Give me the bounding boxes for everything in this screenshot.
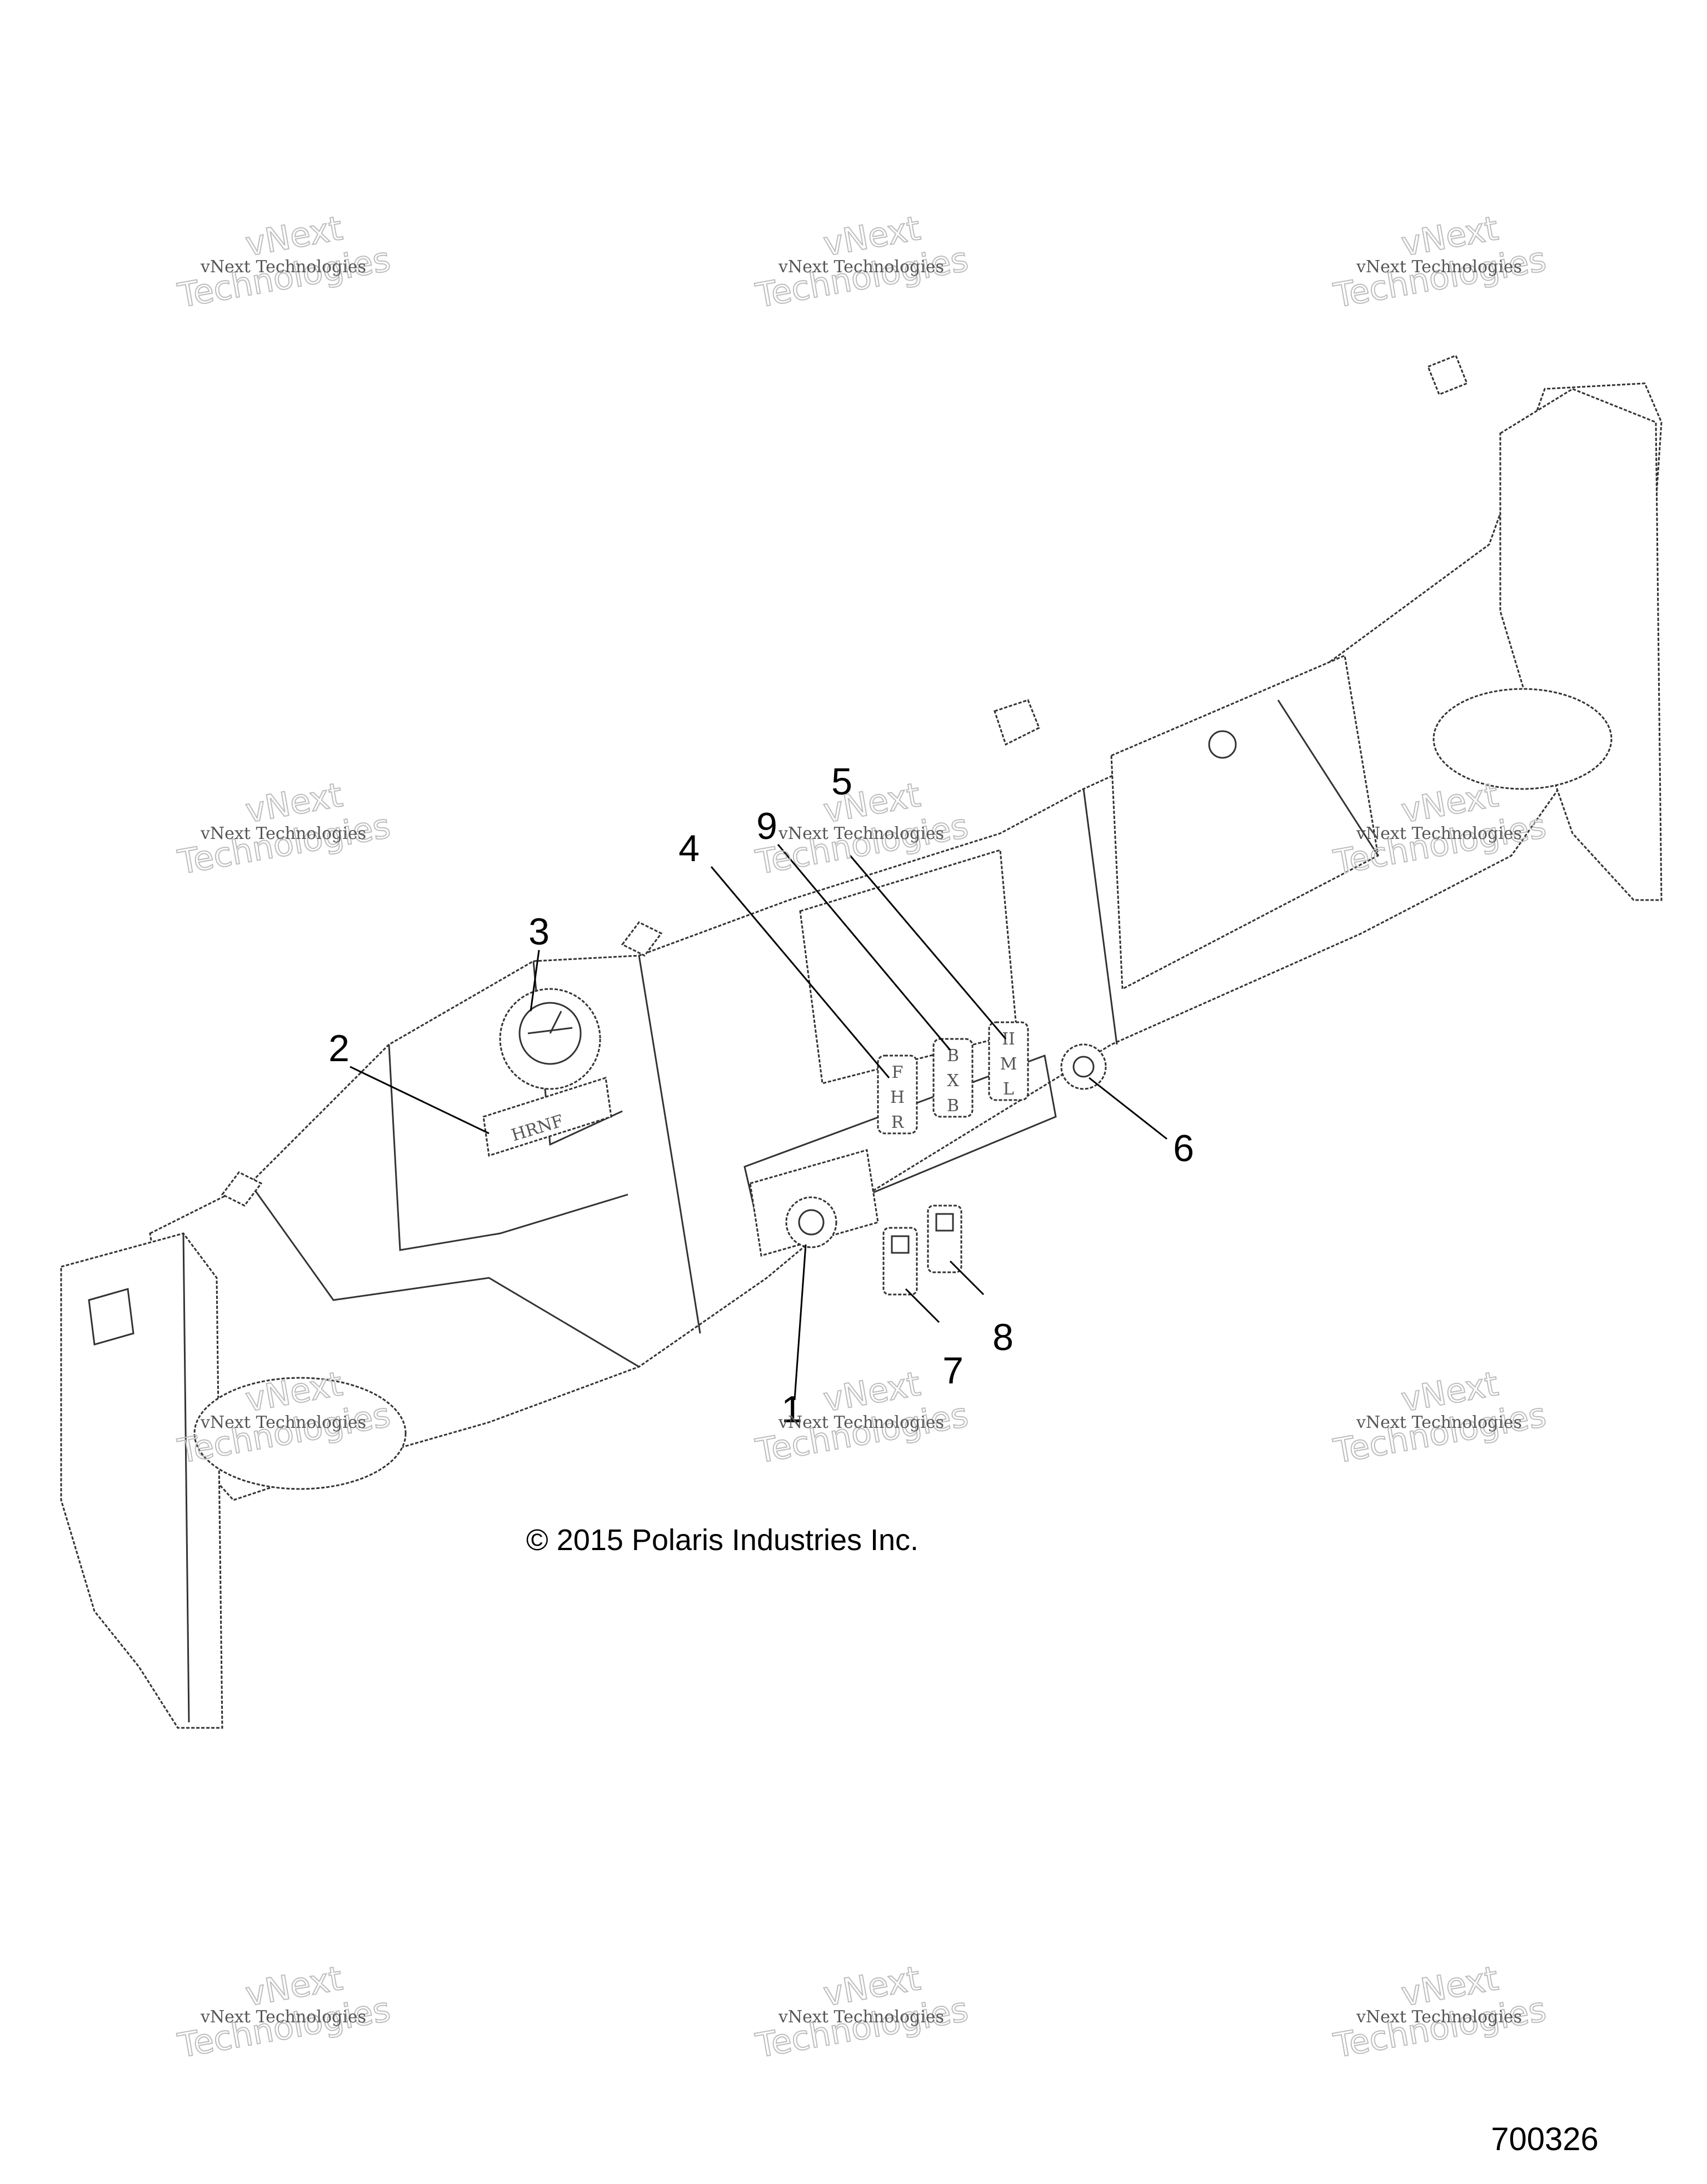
dash-panel-outline bbox=[60, 354, 1663, 1729]
power-outlet-icon bbox=[1060, 1043, 1107, 1090]
switch-b-icon: B X B bbox=[932, 1038, 974, 1118]
callout-4: 4 bbox=[678, 827, 700, 869]
watermark-small: vNext Technologies bbox=[778, 257, 944, 277]
watermark-small: vNext Technologies bbox=[200, 2007, 366, 2027]
switch-c-label-2: M bbox=[1000, 1054, 1017, 1074]
document-id: 700326 bbox=[1491, 2121, 1599, 2157]
watermark-small: vNext Technologies bbox=[1356, 824, 1522, 843]
callout-1: 1 bbox=[781, 1388, 802, 1431]
lower-switch-7-icon bbox=[882, 1227, 918, 1296]
switch-a-icon: F H R bbox=[877, 1054, 918, 1135]
switch-a-label-1: F bbox=[892, 1063, 904, 1082]
switch-c-label-1: II bbox=[1002, 1029, 1015, 1049]
switch-b-label-2: X bbox=[947, 1071, 959, 1091]
switch-c-label-3: L bbox=[1003, 1079, 1014, 1099]
watermark-small: vNext Technologies bbox=[1356, 2007, 1522, 2027]
watermark-small: vNext Technologies bbox=[200, 824, 366, 843]
watermark-small: vNext Technologies bbox=[200, 257, 366, 277]
switch-a-label-2: H bbox=[890, 1088, 905, 1107]
switch-b-label-3: B bbox=[947, 1096, 959, 1116]
switch-a-label-3: R bbox=[891, 1113, 905, 1132]
watermark-small: vNext Technologies bbox=[778, 1413, 944, 1432]
gauge-icon bbox=[499, 988, 601, 1090]
leader-lines bbox=[350, 844, 1167, 1401]
switch-b-label-1: B bbox=[947, 1046, 959, 1066]
lower-switch-8-icon bbox=[927, 1205, 962, 1273]
callout-8: 8 bbox=[992, 1316, 1014, 1358]
copyright-text: © 2015 Polaris Industries Inc. bbox=[526, 1523, 919, 1557]
watermark-small: vNext Technologies bbox=[778, 824, 944, 843]
callout-2: 2 bbox=[328, 1027, 350, 1069]
watermark-small: vNext Technologies bbox=[1356, 1413, 1522, 1432]
callout-6: 6 bbox=[1173, 1127, 1194, 1170]
switch-c-icon: II M L bbox=[988, 1021, 1029, 1101]
watermark-small: vNext Technologies bbox=[1356, 257, 1522, 277]
callout-7: 7 bbox=[942, 1350, 964, 1392]
ignition-switch-icon bbox=[749, 1149, 879, 1257]
callout-5: 5 bbox=[831, 761, 852, 803]
callout-9: 9 bbox=[756, 805, 777, 847]
callout-3: 3 bbox=[528, 911, 550, 953]
watermark-small: vNext Technologies bbox=[200, 1413, 366, 1432]
watermark-small: vNext Technologies bbox=[778, 2007, 944, 2027]
